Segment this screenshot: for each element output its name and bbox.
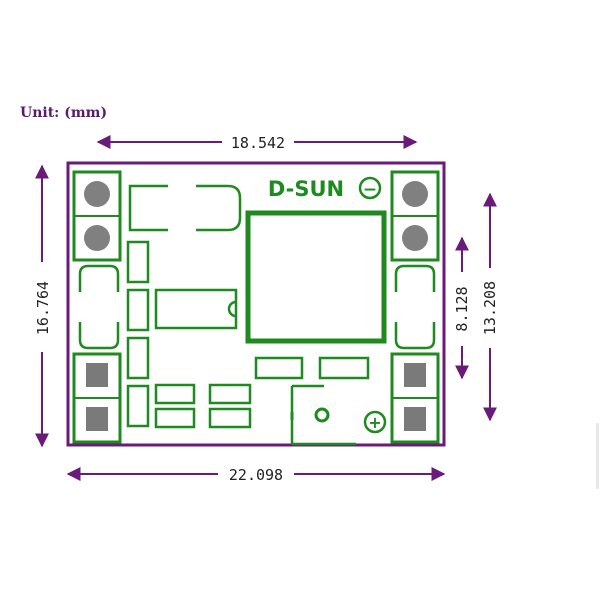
resistor-row [154, 356, 370, 429]
round-pad [402, 225, 428, 251]
potentiometer [290, 384, 356, 446]
plus-symbol: + [368, 413, 381, 432]
dimension-right-inner-label: 8.128 [453, 286, 471, 331]
round-pad [84, 225, 110, 251]
round-pad [402, 181, 428, 207]
dimension-bottom-width-label: 22.098 [229, 466, 283, 484]
board-brand-label: D-SUN [268, 177, 344, 201]
square-pad [86, 363, 108, 387]
round-pad [84, 181, 110, 207]
resistor-column [126, 240, 150, 428]
square-pad [86, 407, 108, 431]
dimension-top-width: 18.542 [96, 134, 418, 152]
dimension-right-outer: 13.208 [481, 192, 499, 422]
dimension-right-outer-label: 13.208 [481, 281, 499, 335]
board-outline [66, 161, 446, 447]
unit-label: Unit: (mm) [20, 105, 108, 121]
square-pad [404, 407, 426, 431]
capacitor-outline-top [128, 184, 242, 232]
inductor [245, 210, 387, 344]
dimension-left-height-label: 16.764 [34, 281, 52, 335]
minus-polarity-icon: − [358, 176, 382, 200]
pad-group-bottom-right [390, 352, 440, 444]
ic-chip [154, 288, 238, 330]
capacitor-outline-right [394, 264, 436, 350]
plus-polarity-icon: + [363, 410, 387, 434]
dimension-bottom-width: 22.098 [66, 466, 446, 484]
pad-group-bottom-left [72, 352, 122, 444]
pad-group-top-right [390, 170, 440, 262]
dimension-right-inner: 8.128 [453, 236, 471, 380]
dimension-top-width-label: 18.542 [231, 134, 285, 152]
capacitor-outline-left [78, 264, 120, 350]
edge-scroll-mark [596, 423, 599, 489]
pad-group-top-left [72, 170, 122, 262]
square-pad [404, 363, 426, 387]
minus-symbol: − [363, 180, 377, 200]
dimension-left-height: 16.764 [34, 164, 52, 448]
